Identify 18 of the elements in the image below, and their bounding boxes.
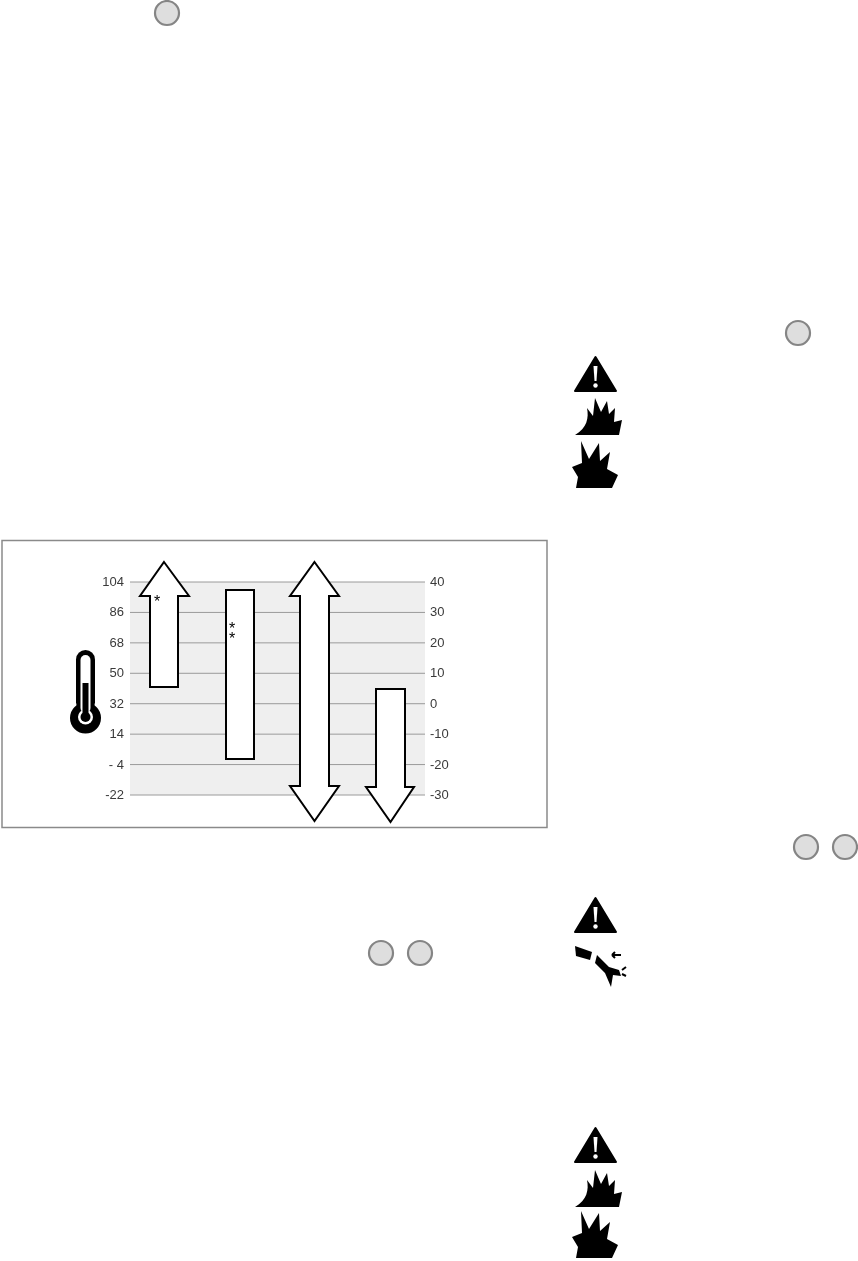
footnote-mark: * * bbox=[229, 624, 237, 644]
axis-tick-label: 14 bbox=[109, 727, 124, 742]
axis-tick-label: 32 bbox=[109, 696, 124, 711]
axis-tick-label: 68 bbox=[109, 635, 124, 650]
axis-tick-label: 86 bbox=[109, 605, 124, 620]
axis-tick-label: -30 bbox=[430, 788, 449, 802]
axis-tick-label: 10 bbox=[430, 666, 445, 681]
axis-tick-label: 50 bbox=[109, 666, 124, 681]
axis-tick-label: 20 bbox=[430, 635, 445, 650]
axis-tick-label: -10 bbox=[430, 727, 449, 742]
axis-tick-label: 104 bbox=[102, 575, 124, 589]
axis-tick-label: - 4 bbox=[108, 757, 124, 772]
footnote-mark: * bbox=[154, 595, 161, 609]
axis-tick-label: 30 bbox=[430, 605, 445, 620]
axis-tick-label: 0 bbox=[430, 696, 438, 711]
axis-tick-label: -22 bbox=[105, 788, 124, 802]
axis-tick-label: -20 bbox=[430, 757, 449, 772]
axis-tick-label: 40 bbox=[430, 575, 445, 589]
